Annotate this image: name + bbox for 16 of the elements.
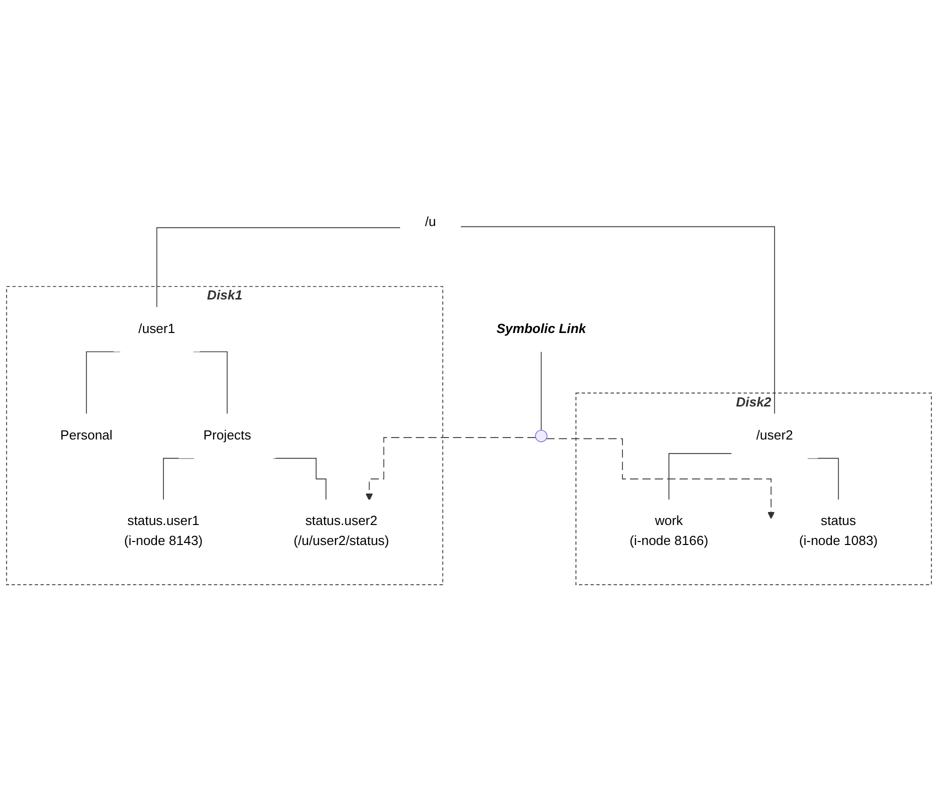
node-text: /user2 (756, 428, 793, 442)
node-text: /u (424, 215, 436, 230)
node-text: /user1 (138, 322, 176, 336)
node-circle (535, 430, 548, 442)
connector (668, 452, 732, 500)
node-text: status.user2 (/u/user2/status) (294, 514, 390, 548)
connector (460, 226, 775, 414)
node-text: status.user1 (i-node 8143) (124, 514, 203, 548)
arrow (366, 436, 536, 501)
node-text: Projects (203, 428, 252, 442)
node-text: status (i-node 1083) (799, 514, 878, 548)
connector (156, 227, 401, 308)
connector (540, 351, 542, 430)
arrow (546, 438, 775, 519)
node-text: work (i-node 8166) (630, 514, 708, 548)
node-text: Personal (60, 428, 112, 442)
